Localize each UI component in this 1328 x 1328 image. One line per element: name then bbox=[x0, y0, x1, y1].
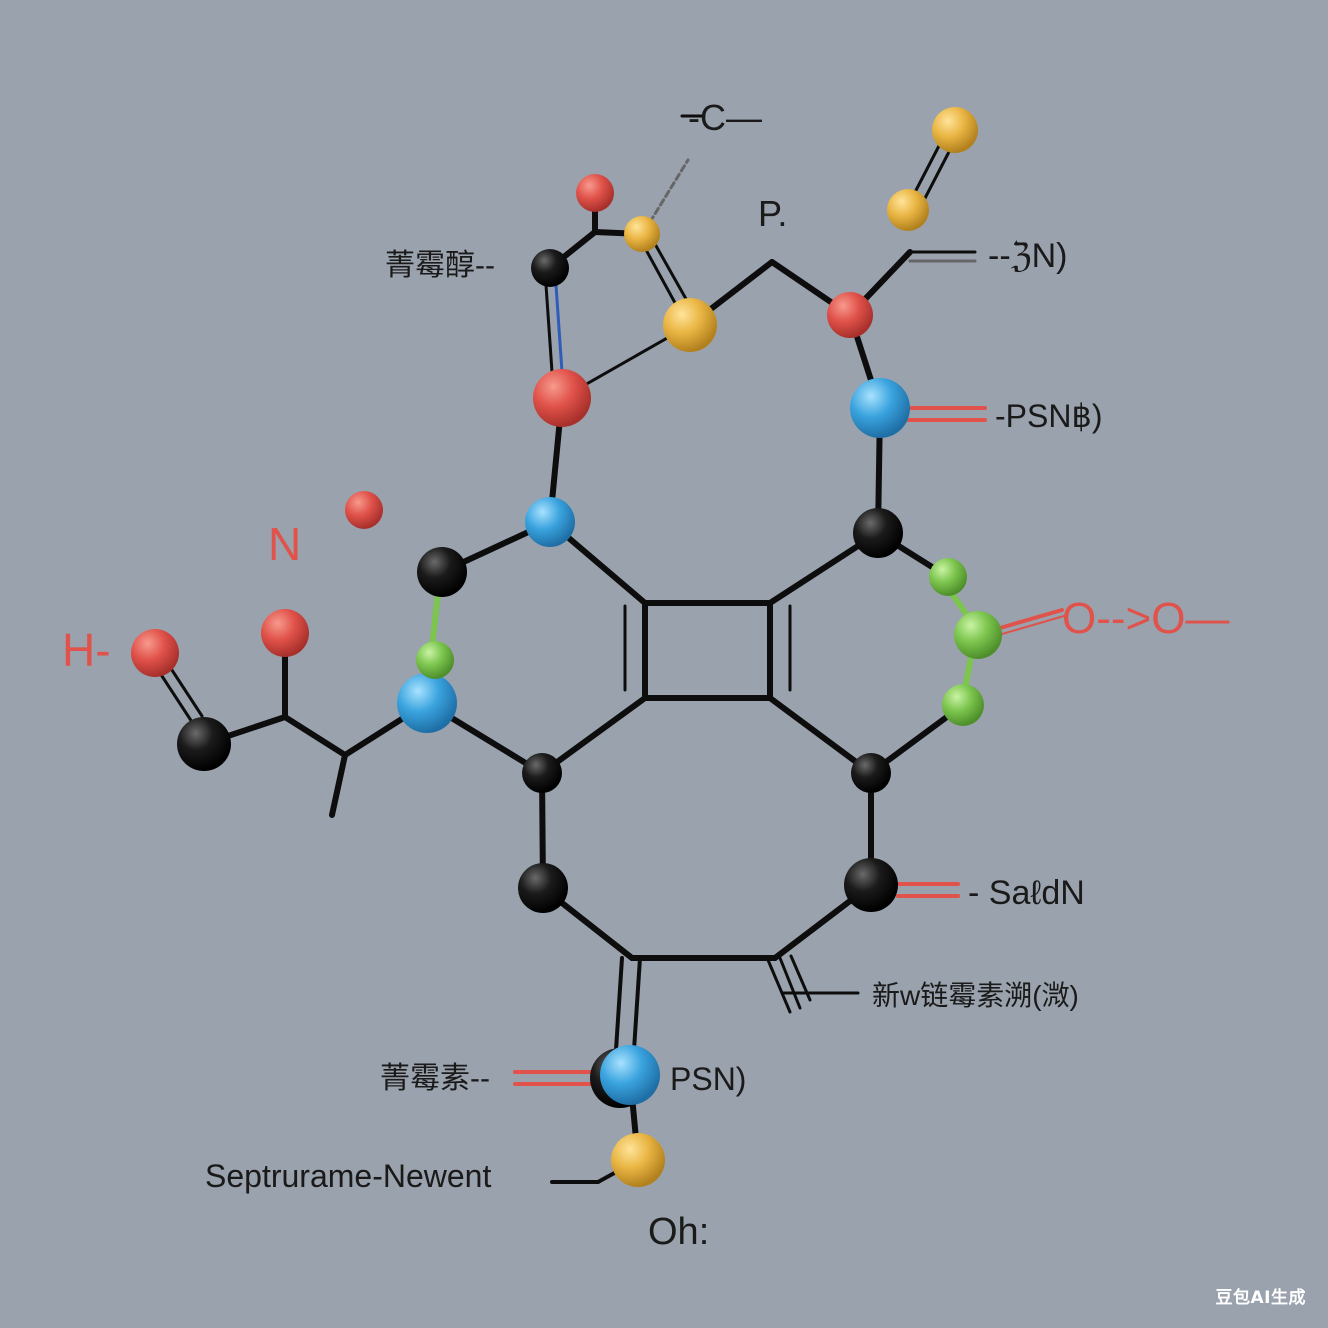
bond bbox=[166, 662, 204, 718]
carbon-atom bbox=[844, 858, 898, 912]
carbon-atom bbox=[851, 753, 891, 793]
bond bbox=[554, 283, 564, 374]
label-right-psn: -PSN฿) bbox=[995, 398, 1102, 434]
label-right-saldn: - SaℓdN bbox=[968, 874, 1085, 912]
bond bbox=[778, 956, 802, 1010]
ring-bond bbox=[767, 695, 874, 776]
carbon-atom bbox=[177, 717, 231, 771]
label-left-upper-cn: 菁霉醇-- bbox=[385, 249, 495, 282]
bond bbox=[998, 608, 1064, 630]
oxygen-atom bbox=[576, 174, 614, 212]
bond bbox=[1001, 615, 1065, 635]
label-top-c: -C— bbox=[688, 97, 762, 138]
label-bottom-name: Septrurame-Newent bbox=[205, 1158, 491, 1194]
atoms bbox=[131, 107, 1002, 1187]
oxygen-atom bbox=[345, 491, 383, 529]
bond bbox=[789, 954, 812, 1002]
label-bottom-cn: 菁霉素-- bbox=[380, 1062, 490, 1095]
sulfur-atom bbox=[624, 216, 660, 252]
carbon-atom bbox=[417, 547, 467, 597]
bond bbox=[920, 144, 954, 206]
oxygen-atom bbox=[533, 369, 591, 427]
oxygen-atom bbox=[131, 629, 179, 677]
bond bbox=[156, 668, 194, 724]
label-right-lower-cn: 新w链霉素溯(溦) bbox=[872, 980, 1079, 1011]
bond bbox=[653, 242, 692, 308]
bond bbox=[544, 283, 554, 374]
bond bbox=[648, 158, 690, 224]
label-top-p: P. bbox=[758, 193, 787, 234]
green-atom bbox=[929, 558, 967, 596]
bonds bbox=[201, 114, 966, 1184]
labels: -C— P. --ℨN) 菁霉醇-- -PSN฿) N H- O-->O— - … bbox=[62, 97, 1229, 1253]
green-atom bbox=[942, 684, 984, 726]
sulfur-atom bbox=[611, 1133, 665, 1187]
double-bonds bbox=[156, 138, 1065, 1086]
green-atom bbox=[954, 611, 1002, 659]
bond bbox=[282, 714, 348, 758]
nitrogen-atom bbox=[397, 673, 457, 733]
carbon-atom bbox=[853, 508, 903, 558]
sulfur-atom bbox=[932, 107, 978, 153]
bond bbox=[766, 958, 792, 1014]
sulfur-atom bbox=[887, 189, 929, 231]
bond bbox=[329, 752, 348, 818]
oxygen-atom bbox=[261, 609, 309, 657]
bond bbox=[429, 589, 441, 651]
sulfur-atom bbox=[663, 298, 717, 352]
label-left-n: N bbox=[268, 518, 301, 570]
label-bottom-oh: Oh: bbox=[648, 1211, 709, 1253]
label-top-right-n: --ℨN) bbox=[988, 237, 1067, 275]
bond bbox=[632, 956, 642, 1052]
carbon-atom bbox=[518, 863, 568, 913]
label-left-h: H- bbox=[62, 624, 111, 676]
ring-bond bbox=[540, 882, 874, 961]
nitrogen-atom bbox=[525, 497, 575, 547]
nitrogen-atom bbox=[850, 378, 910, 438]
green-atom bbox=[416, 641, 454, 679]
watermark: 豆包AI生成 bbox=[1215, 1288, 1306, 1308]
bond bbox=[614, 956, 624, 1052]
bond bbox=[643, 246, 682, 314]
bond bbox=[910, 138, 944, 200]
oxygen-atom bbox=[827, 292, 873, 338]
label-right-o: O-->O— bbox=[1062, 594, 1229, 643]
carbon-atom bbox=[522, 753, 562, 793]
ring-bond bbox=[547, 519, 881, 606]
label-bottom-psn: PSN) bbox=[670, 1061, 746, 1097]
carbon-atom bbox=[531, 249, 569, 287]
nitrogen-atom bbox=[600, 1045, 660, 1105]
ring-bond bbox=[539, 695, 648, 776]
